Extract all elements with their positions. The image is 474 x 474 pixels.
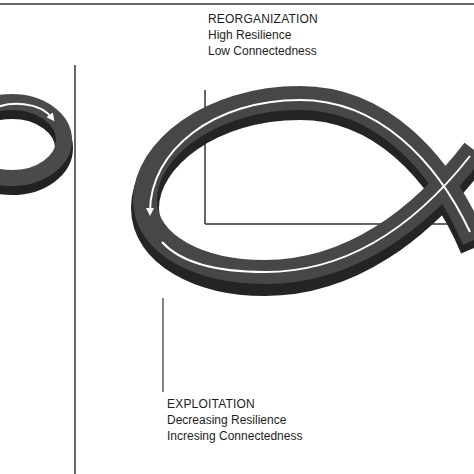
ribbon-top-strand <box>145 98 474 240</box>
small-ring-arrow <box>0 104 52 118</box>
phase-property: High Resilience <box>208 28 291 43</box>
divider-line <box>74 65 76 474</box>
small-ring <box>0 102 64 178</box>
leader-line <box>162 298 163 392</box>
top-border <box>0 3 474 5</box>
phase-property: Decreasing Resilience <box>167 413 286 428</box>
flow-line <box>162 156 470 272</box>
axis-horizontal <box>205 223 474 225</box>
flow-arrow <box>150 100 470 232</box>
phase-title: REORGANIZATION <box>208 12 318 27</box>
phase-property: Incresing Connectedness <box>167 429 302 444</box>
phase-property: Low Connectedness <box>208 44 317 59</box>
phase-title: EXPLOITATION <box>167 397 255 412</box>
